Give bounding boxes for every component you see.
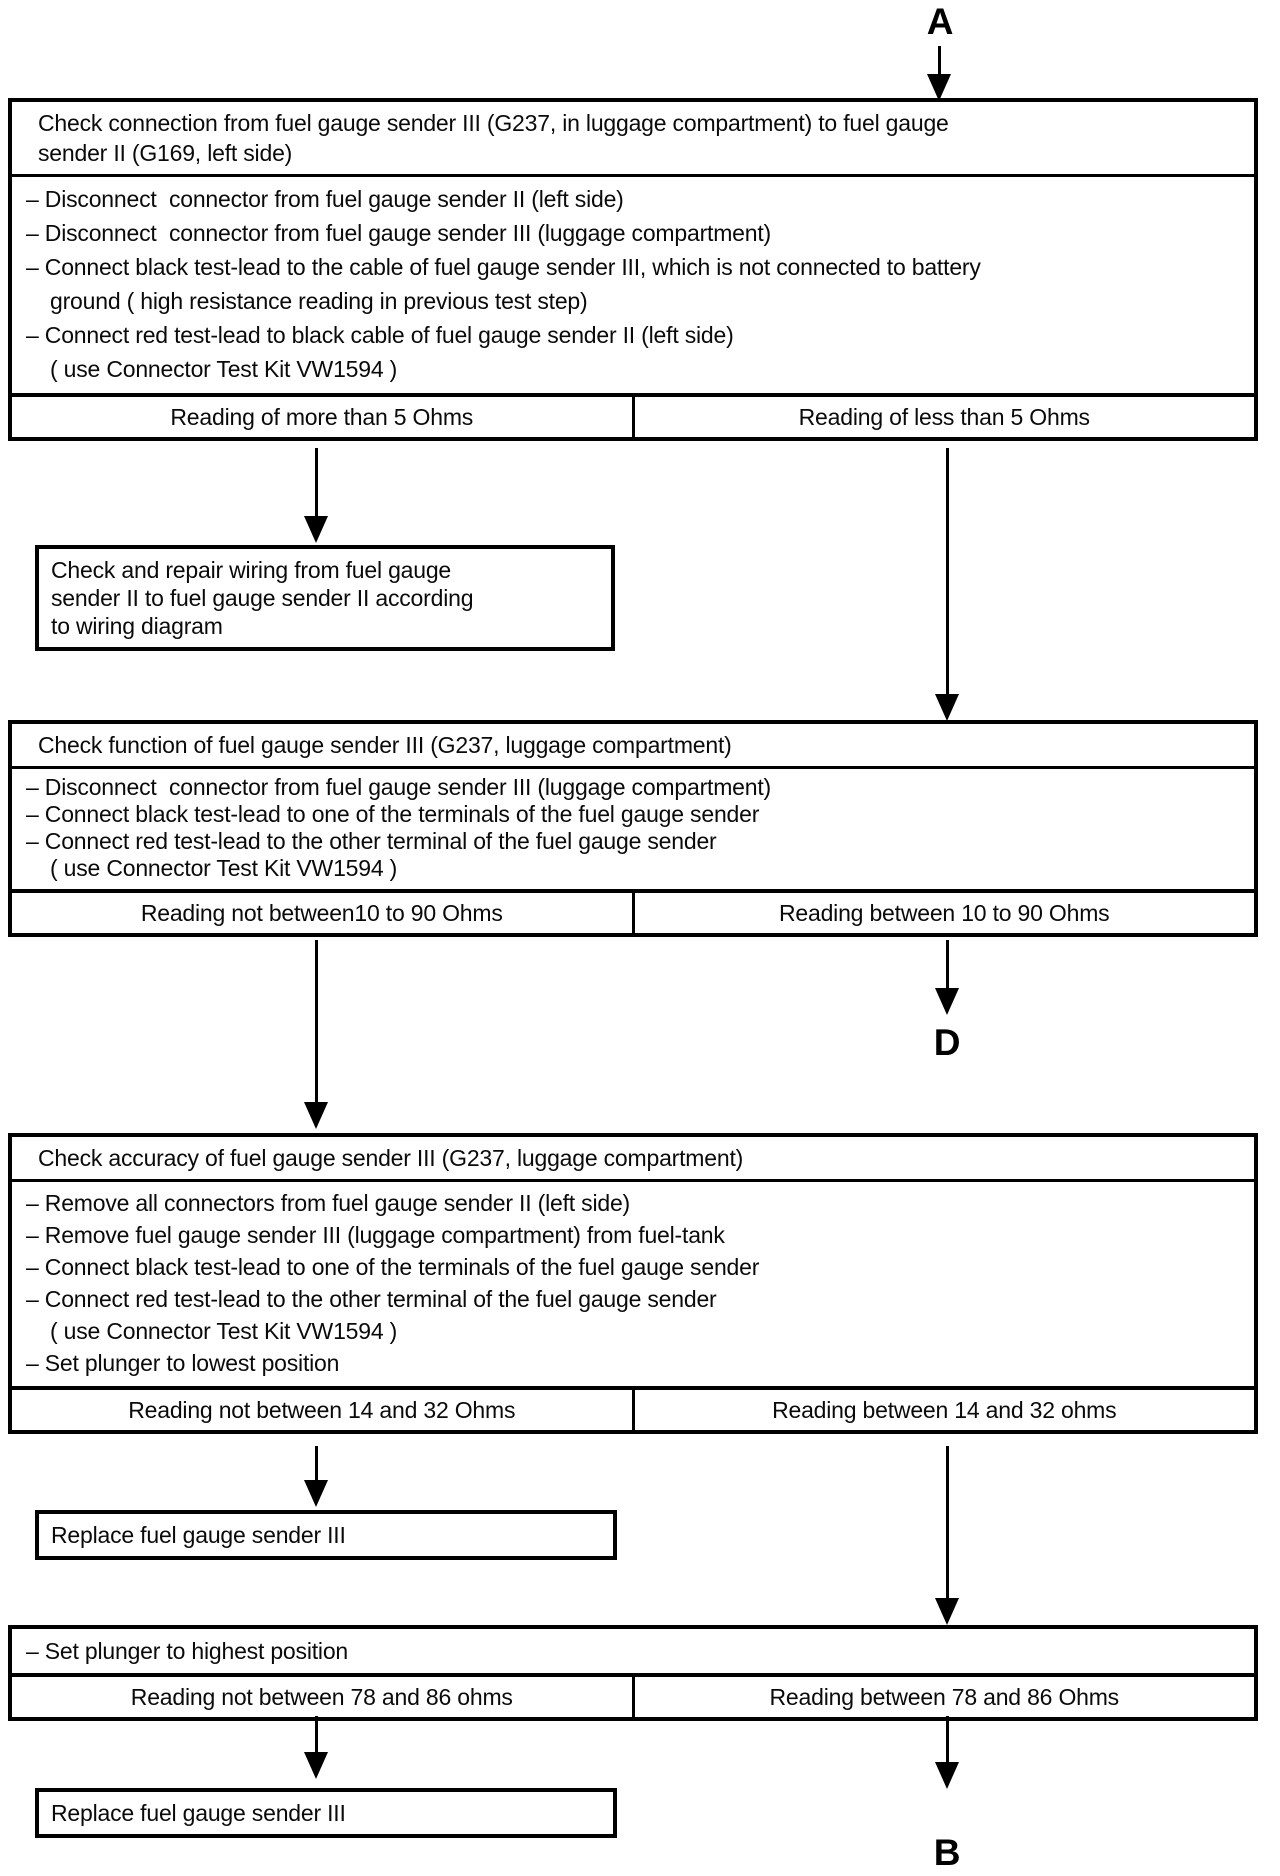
step-line: – Connect red test-lead to the other ter… (26, 828, 717, 854)
title-line: sender II (G169, left side) (38, 140, 293, 166)
step-line: – Connect black test-lead to the cable o… (26, 254, 981, 280)
step-line: – Disconnect connector from fuel gauge s… (26, 774, 772, 800)
title-line: Check connection from fuel gauge sender … (38, 110, 949, 136)
decision-box-title: Check function of fuel gauge sender III … (12, 724, 1254, 769)
step-line: – Disconnect connector from fuel gauge s… (26, 220, 772, 246)
action-line: Replace fuel gauge sender III (51, 1800, 346, 1826)
action-line: to wiring diagram (51, 613, 223, 639)
outcome-cell-right: Reading between 10 to 90 Ohms (779, 900, 1110, 926)
action-box-replace-sender-2: Replace fuel gauge sender III (35, 1788, 617, 1838)
step-continuation-line: ( use Connector Test Kit VW1594 ) (50, 356, 398, 382)
step-continuation-line: ground ( high resistance reading in prev… (50, 288, 588, 314)
arrow-down-icon (304, 516, 328, 543)
outcome-cell-left: Reading of more than 5 Ohms (12, 397, 635, 437)
action-line: Check and repair wiring from fuel gauge (51, 557, 452, 583)
decision-box-steps: – Remove all connectors from fuel gauge … (12, 1182, 1254, 1386)
decision-box-check-function: Check function of fuel gauge sender III … (8, 720, 1258, 937)
decision-box-steps: – Disconnect connector from fuel gauge s… (12, 769, 1254, 889)
arrow-line (315, 1446, 318, 1482)
step-line: – Disconnect connector from fuel gauge s… (26, 186, 624, 212)
connector-label-d: D (933, 1022, 961, 1063)
arrow-down-icon (935, 694, 959, 721)
action-box-check-repair-wiring: Check and repair wiring from fuel gauge … (35, 545, 615, 651)
decision-box-plunger-highest: – Set plunger to highest position Readin… (8, 1625, 1258, 1721)
arrow-down-icon (304, 1480, 328, 1507)
arrow-down-icon (304, 1102, 328, 1129)
outcome-row: Reading not between 78 and 86 ohms Readi… (12, 1673, 1254, 1717)
connector-label-a: A (926, 1, 954, 42)
arrow-down-icon (935, 988, 959, 1015)
arrow-line (946, 448, 949, 696)
step-line: – Remove fuel gauge sender III (luggage … (26, 1222, 725, 1248)
step-line: – Set plunger to lowest position (26, 1350, 340, 1376)
arrow-down-icon (927, 74, 951, 101)
decision-box-title: Check accuracy of fuel gauge sender III … (12, 1137, 1254, 1182)
arrow-line (946, 1716, 949, 1764)
arrow-line (946, 1446, 949, 1600)
outcome-cell-right: Reading of less than 5 Ohms (798, 404, 1090, 430)
arrow-line (946, 940, 949, 990)
step-line: – Connect black test-lead to one of the … (26, 801, 760, 827)
arrow-line (315, 940, 318, 1104)
outcome-cell-left: Reading not between 14 and 32 Ohms (12, 1390, 635, 1430)
action-box-replace-sender-1: Replace fuel gauge sender III (35, 1510, 617, 1560)
outcome-row: Reading not between 14 and 32 Ohms Readi… (12, 1386, 1254, 1430)
outcome-row: Reading not between10 to 90 Ohms Reading… (12, 889, 1254, 933)
step-line: – Connect black test-lead to one of the … (26, 1254, 760, 1280)
outcome-cell-left: Reading not between10 to 90 Ohms (12, 893, 635, 933)
action-line: Replace fuel gauge sender III (51, 1522, 346, 1548)
outcome-cell-right: Reading between 14 and 32 ohms (772, 1397, 1117, 1423)
step-line: – Remove all connectors from fuel gauge … (26, 1190, 630, 1216)
title-line: Check accuracy of fuel gauge sender III … (38, 1145, 744, 1171)
action-line: sender II to fuel gauge sender II accord… (51, 585, 474, 611)
step-continuation-line: ( use Connector Test Kit VW1594 ) (50, 1318, 398, 1344)
step-continuation-line: ( use Connector Test Kit VW1594 ) (50, 855, 398, 881)
outcome-cell-left: Reading not between 78 and 86 ohms (12, 1677, 635, 1717)
decision-box-check-connection: Check connection from fuel gauge sender … (8, 98, 1258, 441)
step-line: – Connect red test-lead to the other ter… (26, 1286, 717, 1312)
arrow-down-icon (304, 1752, 328, 1779)
decision-box-steps: – Disconnect connector from fuel gauge s… (12, 177, 1254, 393)
decision-box-check-accuracy: Check accuracy of fuel gauge sender III … (8, 1133, 1258, 1434)
decision-box-title: Check connection from fuel gauge sender … (12, 102, 1254, 177)
step-line: – Set plunger to highest position (26, 1638, 349, 1664)
outcome-cell-right: Reading between 78 and 86 Ohms (769, 1684, 1120, 1710)
title-line: Check function of fuel gauge sender III … (38, 732, 732, 758)
arrow-line (315, 448, 318, 518)
decision-box-steps: – Set plunger to highest position (12, 1629, 1254, 1673)
arrow-line (938, 46, 941, 78)
step-line: – Connect red test-lead to black cable o… (26, 322, 734, 348)
connector-label-b: B (933, 1832, 961, 1873)
arrow-down-icon (935, 1762, 959, 1789)
outcome-row: Reading of more than 5 Ohms Reading of l… (12, 393, 1254, 437)
arrow-line (315, 1716, 318, 1754)
arrow-down-icon (935, 1598, 959, 1625)
